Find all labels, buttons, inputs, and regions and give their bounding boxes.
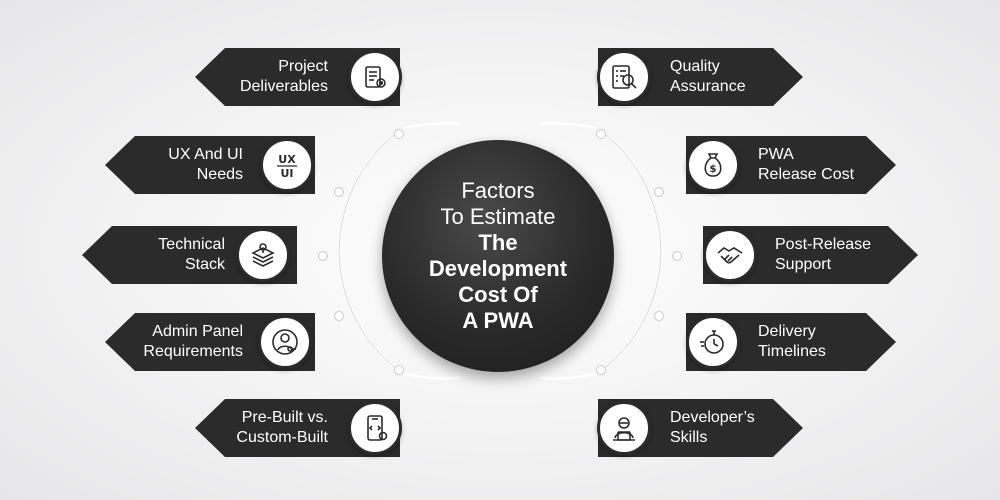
- connector-dot: [334, 187, 344, 197]
- svg-text:$: $: [710, 164, 717, 175]
- center-title-line: To Estimate: [440, 204, 556, 229]
- admin-user-icon: [258, 315, 312, 369]
- document-gear-icon: [348, 50, 402, 104]
- factor-label: Post-Release Support: [775, 236, 872, 273]
- center-title-line: A PWA: [462, 308, 534, 333]
- factor-label: Technical Stack: [158, 236, 225, 273]
- center-title-line: The: [478, 230, 518, 255]
- factor-label: UX And UI Needs: [168, 146, 243, 183]
- svg-text:UI: UI: [280, 167, 293, 180]
- handshake-icon: [703, 228, 757, 282]
- connector-dot: [394, 129, 404, 139]
- money-bag-icon: $: [686, 138, 740, 192]
- factor-label: PWA Release Cost: [758, 146, 855, 183]
- connector-dot: [394, 365, 404, 375]
- connector-dot: [654, 187, 664, 197]
- layers-stack-icon: [236, 228, 290, 282]
- connector-dot: [596, 129, 606, 139]
- center-title-line: Cost Of: [458, 282, 538, 307]
- factor-label: Developer’s Skills: [670, 409, 755, 446]
- center-title-circle: Factors To Estimate The Development Cost…: [382, 140, 614, 372]
- developer-icon: [597, 401, 651, 455]
- factor-label: Delivery Timelines: [758, 323, 826, 360]
- factor-label: Quality Assurance: [670, 58, 746, 95]
- center-title-line: Development: [428, 256, 568, 281]
- factor-label: Pre-Built vs. Custom-Built: [236, 409, 328, 446]
- factor-label: Project Deliverables: [239, 58, 328, 95]
- checklist-magnifier-icon: [597, 50, 651, 104]
- mobile-code-icon: [348, 401, 402, 455]
- center-title-line: Factors: [461, 178, 535, 203]
- svg-text:UX: UX: [278, 153, 296, 166]
- ux-ui-icon: UX UI: [260, 138, 314, 192]
- connector-dot: [334, 311, 344, 321]
- connector-dot: [596, 365, 606, 375]
- connector-dot: [654, 311, 664, 321]
- connector-dot: [672, 251, 682, 261]
- factor-label: Admin Panel Requirements: [143, 323, 243, 360]
- connector-dot: [318, 251, 328, 261]
- stopwatch-icon: [686, 315, 740, 369]
